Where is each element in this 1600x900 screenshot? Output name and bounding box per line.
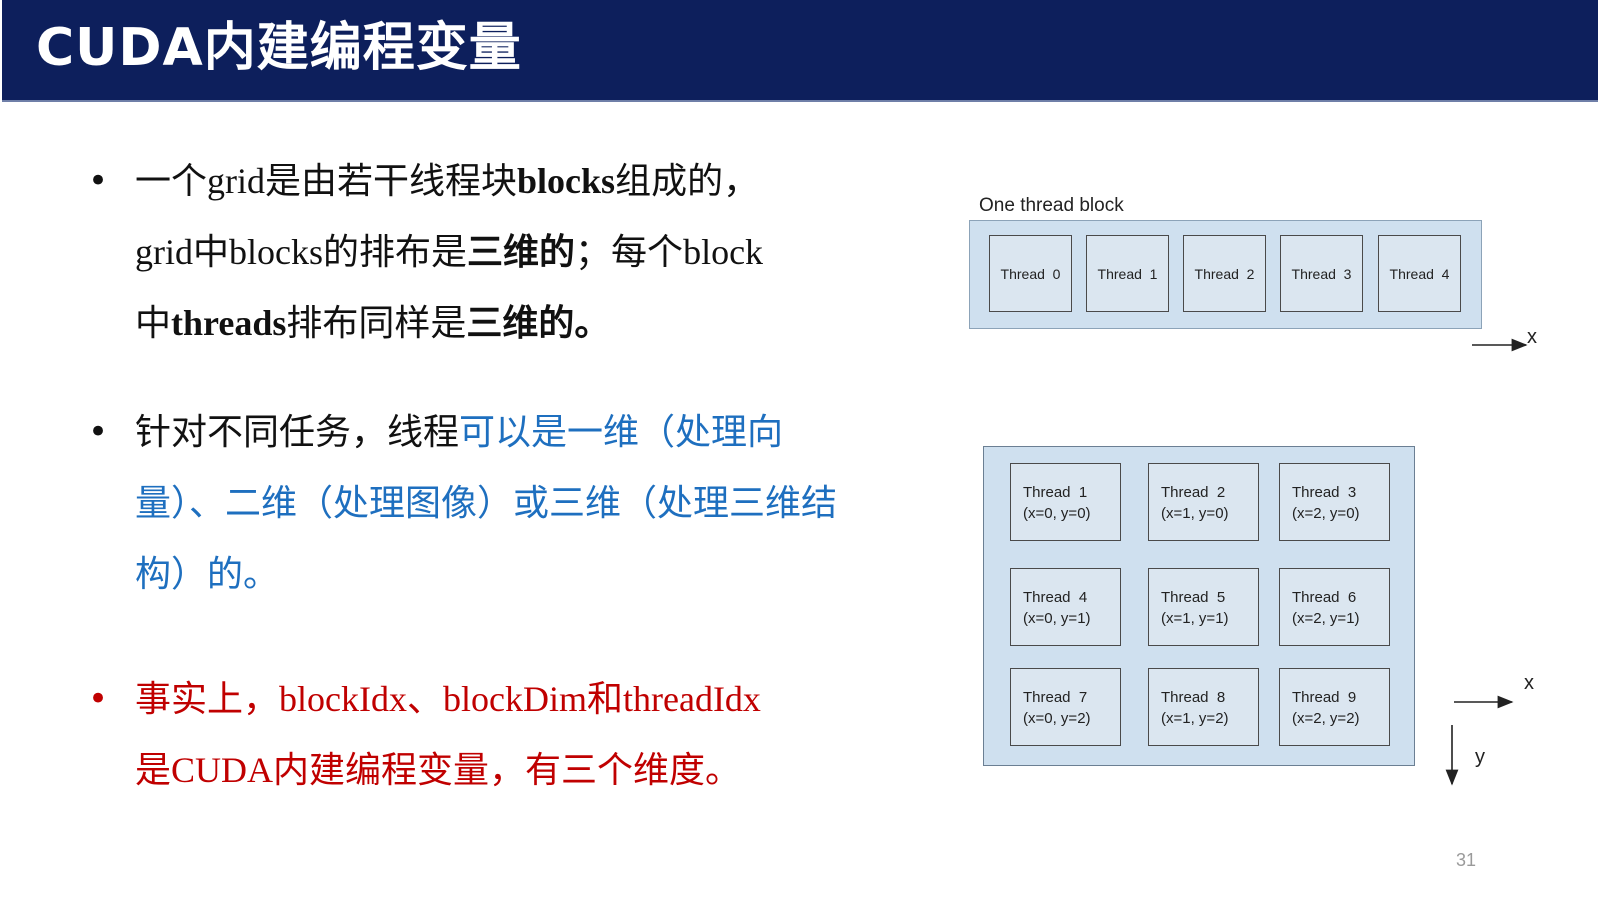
thread-coord: (x=1, y=2) — [1161, 710, 1229, 727]
bullet-2-text: 针对不同任务，线程可以是一维（处理向量）、二维（处理图像）或三维（处理三维结构）… — [135, 397, 863, 610]
text-run: 组成的， — [615, 161, 760, 202]
thread-coord: (x=2, y=1) — [1292, 610, 1360, 627]
thread-cell: Thread 1 — [1086, 235, 1169, 312]
text-run: blockDim — [443, 679, 587, 719]
text-run: grid — [207, 161, 266, 201]
bullet-marker: • — [88, 161, 109, 201]
text-run: 是 — [135, 750, 172, 791]
thread-name: Thread 3 — [1292, 484, 1357, 501]
text-run: blockIdx — [279, 679, 407, 719]
thread-name: Thread 5 — [1161, 589, 1226, 606]
text-run: 和 — [586, 679, 623, 720]
bullet-marker: • — [88, 679, 109, 719]
axis-x-label-2d: x — [1524, 672, 1534, 694]
thread-coord: (x=0, y=2) — [1023, 710, 1091, 727]
thread-coord: (x=1, y=1) — [1161, 610, 1229, 627]
text-run: ；每个 — [575, 232, 684, 273]
text-run: 中 — [193, 232, 230, 273]
thread-coord: (x=2, y=2) — [1292, 710, 1360, 727]
thread-block-2d: Thread 1 (x=0, y=0) Thread 2 (x=1, y=0) Th… — [983, 446, 1415, 766]
text-run: 三维的 — [467, 232, 576, 273]
text-run: blocks — [229, 232, 324, 272]
thread-cell: Thread 8 (x=1, y=2) — [1148, 668, 1259, 746]
text-run: CUDA — [171, 750, 274, 790]
thread-cell: Thread 5 (x=1, y=1) — [1148, 568, 1259, 646]
text-run: threadIdx — [623, 679, 761, 719]
slide-title: CUDA内建编程变量 — [36, 18, 522, 78]
thread-cell: Thread 6 (x=2, y=1) — [1279, 568, 1390, 646]
thread-cell: Thread 2 — [1183, 235, 1266, 312]
text-run: grid — [135, 232, 193, 272]
bullet-1-text: 一个grid是由若干线程块blocks组成的，grid中blocks的排布是三维… — [135, 146, 870, 359]
thread-coord: (x=0, y=0) — [1023, 505, 1091, 522]
thread-cell: Thread 4 (x=0, y=1) — [1010, 568, 1121, 646]
thread-cell: Thread 9 (x=2, y=2) — [1279, 668, 1390, 746]
text-run: 排布同样是 — [286, 303, 467, 344]
text-run: 三维的。 — [466, 303, 611, 344]
thread-block-1d: Thread 0 Thread 1 Thread 2 Thread 3 Thre… — [969, 220, 1482, 329]
thread-cell: Thread 4 — [1378, 235, 1461, 312]
thread-name: Thread 6 — [1292, 589, 1357, 606]
text-run: 中 — [135, 303, 172, 344]
thread-name: Thread 2 — [1161, 484, 1226, 501]
thread-name: Thread 1 — [1023, 484, 1088, 501]
thread-cell: Thread 0 — [989, 235, 1072, 312]
text-run: 的排布是 — [323, 232, 468, 273]
thread-name: Thread 9 — [1292, 689, 1357, 706]
text-run: block — [683, 232, 764, 272]
thread-name: Thread 7 — [1023, 689, 1088, 706]
thread-coord: (x=1, y=0) — [1161, 505, 1229, 522]
text-run: 可以是一维（处理向量）、二维（处理图像）或三维（处理三维结构）的。 — [135, 412, 838, 595]
thread-coord: (x=2, y=0) — [1292, 505, 1360, 522]
bullet-marker: • — [88, 412, 109, 452]
axis-y-label-2d: y — [1475, 746, 1485, 768]
text-run: blocks — [517, 161, 616, 201]
bullet-3-text: 事实上，blockIdx、blockDim和threadIdx 是CUDA内建编程… — [135, 664, 835, 806]
thread-cell: Thread 2 (x=1, y=0) — [1148, 463, 1259, 541]
text-run: 事实上， — [135, 679, 280, 720]
thread-cell: Thread 7 (x=0, y=2) — [1010, 668, 1121, 746]
page-number: 31 — [1456, 850, 1477, 870]
text-run: 一个 — [135, 161, 208, 202]
text-run: 针对不同任务，线程 — [135, 412, 460, 453]
thread-cell: Thread 3 (x=2, y=0) — [1279, 463, 1390, 541]
text-run: threads — [171, 303, 287, 343]
text-run: 是由若干线程块 — [265, 161, 518, 202]
slide-header: CUDA内建编程变量 — [2, 0, 1598, 102]
text-run: 、 — [406, 679, 443, 720]
thread-name: Thread 4 — [1023, 589, 1088, 606]
axis-x-label-1d: x — [1527, 326, 1537, 348]
thread-name: Thread 8 — [1161, 689, 1226, 706]
thread-coord: (x=0, y=1) — [1023, 610, 1091, 627]
text-run: 内建编程变量，有三个维度。 — [273, 750, 742, 791]
diagram-1d-label: One thread block — [979, 195, 1124, 216]
thread-cell: Thread 3 — [1280, 235, 1363, 312]
thread-cell: Thread 1 (x=0, y=0) — [1010, 463, 1121, 541]
